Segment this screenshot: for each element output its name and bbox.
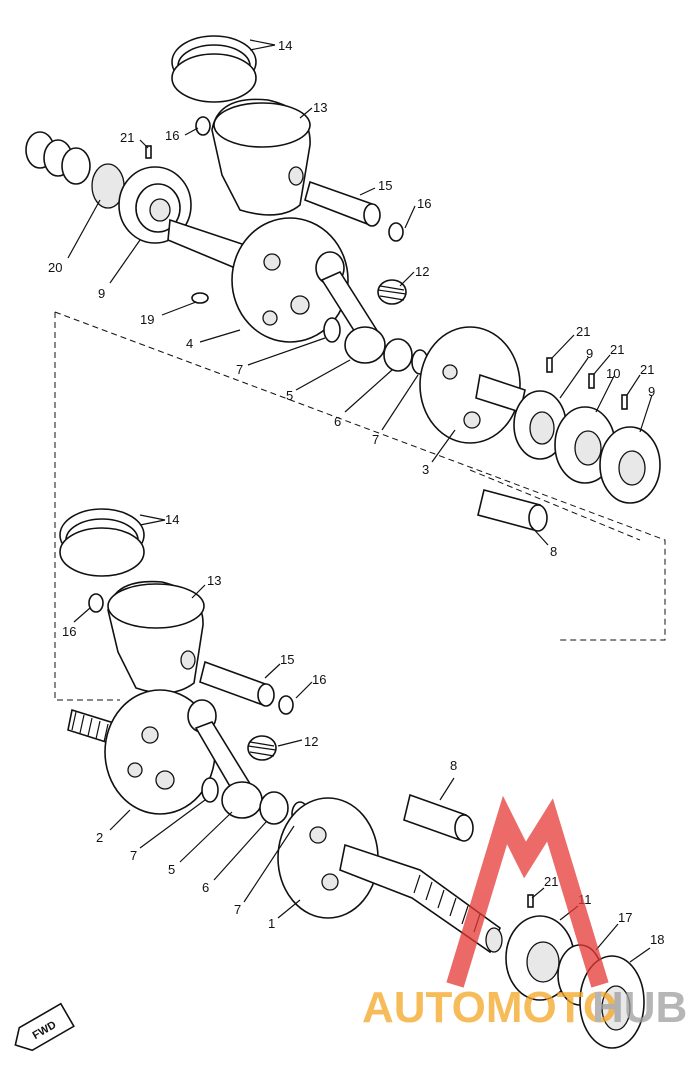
callout-8: 8 <box>450 758 457 773</box>
callout-20: 20 <box>48 260 62 275</box>
leader-lines <box>67 39 653 963</box>
assembly-boundary-right <box>54 311 666 641</box>
callout-16: 16 <box>62 624 76 639</box>
crank-half-left-lower <box>67 689 216 815</box>
callout-18: 18 <box>650 932 664 947</box>
main-bearing-center <box>513 390 567 460</box>
callout-21: 21 <box>640 362 654 377</box>
watermark-text-hub: HUB <box>592 983 687 1032</box>
piston-ring-upper <box>171 35 257 103</box>
circlip-lower-right <box>278 695 294 715</box>
callout-5: 5 <box>168 862 175 877</box>
callout-1: 1 <box>268 916 275 931</box>
watermark-logo: AUTOMOTO HUB <box>362 795 687 1032</box>
callout-21: 21 <box>610 342 624 357</box>
crank-bearing-lower <box>259 791 289 825</box>
callout-12: 12 <box>304 734 318 749</box>
main-bearing-11 <box>505 915 575 1001</box>
callout-8: 8 <box>550 544 557 559</box>
piston-ring-lower <box>59 508 145 577</box>
callout-7: 7 <box>236 362 243 377</box>
callout-9: 9 <box>648 384 655 399</box>
assembly-boundary <box>54 312 120 701</box>
dowel-pin-c <box>621 394 628 410</box>
callout-9: 9 <box>98 286 105 301</box>
callout-7: 7 <box>372 432 379 447</box>
assembly-boundary-inner <box>469 469 641 541</box>
oil-seal-stack <box>25 131 125 209</box>
callout-17: 17 <box>618 910 632 925</box>
piston-pin-lower <box>199 660 275 707</box>
callout-12: 12 <box>415 264 429 279</box>
main-bearing-left <box>118 166 192 244</box>
dowel-pin-e <box>527 894 534 908</box>
callout-6: 6 <box>202 880 209 895</box>
callout-13: 13 <box>313 100 327 115</box>
callout-16: 16 <box>417 196 431 211</box>
connecting-rod-upper <box>315 251 386 364</box>
piston-lower <box>107 580 205 694</box>
connecting-rod-lower <box>187 699 263 819</box>
callout-3: 3 <box>422 462 429 477</box>
callout-numbers: 14 13 21 16 15 16 20 9 12 19 4 7 5 6 7 3… <box>48 38 664 947</box>
callout-2: 2 <box>96 830 103 845</box>
callout-10: 10 <box>606 366 620 381</box>
key-19 <box>191 292 209 304</box>
callout-9: 9 <box>586 346 593 361</box>
callout-7: 7 <box>130 848 137 863</box>
callout-21: 21 <box>544 874 558 889</box>
callout-21: 21 <box>120 130 134 145</box>
crank-half-left-upper <box>167 217 349 343</box>
callout-6: 6 <box>334 414 341 429</box>
callout-7: 7 <box>234 902 241 917</box>
main-bearing-right <box>599 426 661 504</box>
needle-bearing-small-lower <box>247 735 277 761</box>
circlip-lower-left <box>88 593 104 613</box>
callout-21: 21 <box>576 324 590 339</box>
crank-pin-upper <box>477 489 548 532</box>
crank-bearing-upper <box>383 338 413 372</box>
circlip-upper-left <box>195 116 211 136</box>
crank-half-right-upper <box>419 326 526 444</box>
dowel-pin-d <box>145 145 152 159</box>
callout-19: 19 <box>140 312 154 327</box>
callout-14: 14 <box>278 38 292 53</box>
thrust-washer-upper-left <box>323 317 341 343</box>
piston-upper <box>211 98 311 216</box>
watermark-text-automoto: AUTOMOTO <box>362 983 617 1032</box>
callout-4: 4 <box>186 336 193 351</box>
thrust-washer-lower-left <box>201 777 219 803</box>
callout-16: 16 <box>165 128 179 143</box>
crank-half-right-lower <box>277 797 503 954</box>
circlip-upper-right <box>388 222 404 242</box>
dowel-pin-a <box>546 357 553 373</box>
callout-13: 13 <box>207 573 221 588</box>
dowel-pin-b <box>588 373 595 389</box>
callout-15: 15 <box>280 652 294 667</box>
fwd-arrow-icon: FWD <box>14 1002 75 1052</box>
callout-15: 15 <box>378 178 392 193</box>
callout-16: 16 <box>312 672 326 687</box>
crank-pin-lower <box>403 793 474 842</box>
needle-bearing-small-upper <box>377 279 407 305</box>
piston-pin-upper <box>304 180 381 227</box>
callout-5: 5 <box>286 388 293 403</box>
watermark-triangle-icon <box>446 795 609 988</box>
callout-14: 14 <box>165 512 179 527</box>
